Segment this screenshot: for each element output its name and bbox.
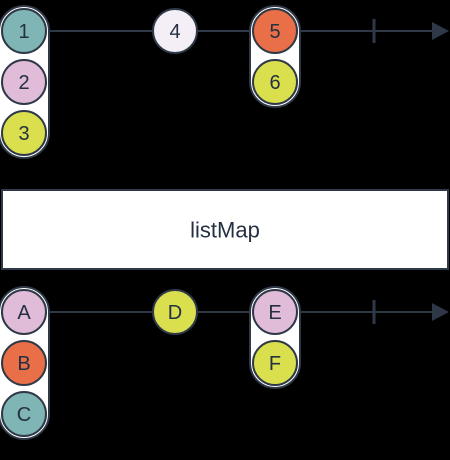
output-marble-label: B — [17, 353, 30, 375]
input-marble — [252, 59, 298, 105]
output-marble — [1, 289, 47, 335]
operator-box-rect — [1, 189, 449, 270]
output-group: EF — [249, 286, 301, 389]
input-marble-label: 2 — [18, 72, 29, 94]
output-marble — [1, 340, 47, 386]
input-marble-label: 4 — [169, 21, 180, 43]
output-marble — [252, 340, 298, 386]
input-marble — [152, 8, 198, 54]
output-marble — [252, 289, 298, 335]
output-marble-label: C — [17, 404, 31, 426]
output-marble — [1, 391, 47, 437]
input-group: 1 2 3 — [0, 5, 50, 159]
output-marble-label: A — [17, 302, 31, 324]
output-group: A B C — [0, 286, 50, 440]
input-timeline-arrowhead — [432, 22, 449, 40]
output-timeline — [24, 300, 449, 324]
input-timeline — [24, 19, 449, 43]
output-marble-label: D — [168, 302, 182, 324]
output-marble — [152, 289, 198, 335]
operator-box: listMap — [1, 189, 449, 270]
input-marble-label: 1 — [18, 21, 29, 43]
input-group: 56 — [249, 5, 301, 108]
input-marble-label: 3 — [18, 123, 29, 145]
input-marble — [1, 8, 47, 54]
output-group: D — [152, 289, 198, 335]
output-timeline-arrowhead — [432, 303, 449, 321]
input-group: 4 — [152, 8, 198, 54]
output-marble-label: E — [268, 302, 281, 324]
input-marble — [1, 59, 47, 105]
input-marble — [1, 110, 47, 156]
input-marble-label: 5 — [269, 21, 280, 43]
output-marble-label: F — [269, 353, 281, 375]
operator-label: listMap — [190, 218, 260, 243]
input-marble-label: 6 — [269, 72, 280, 94]
input-marble — [252, 8, 298, 54]
